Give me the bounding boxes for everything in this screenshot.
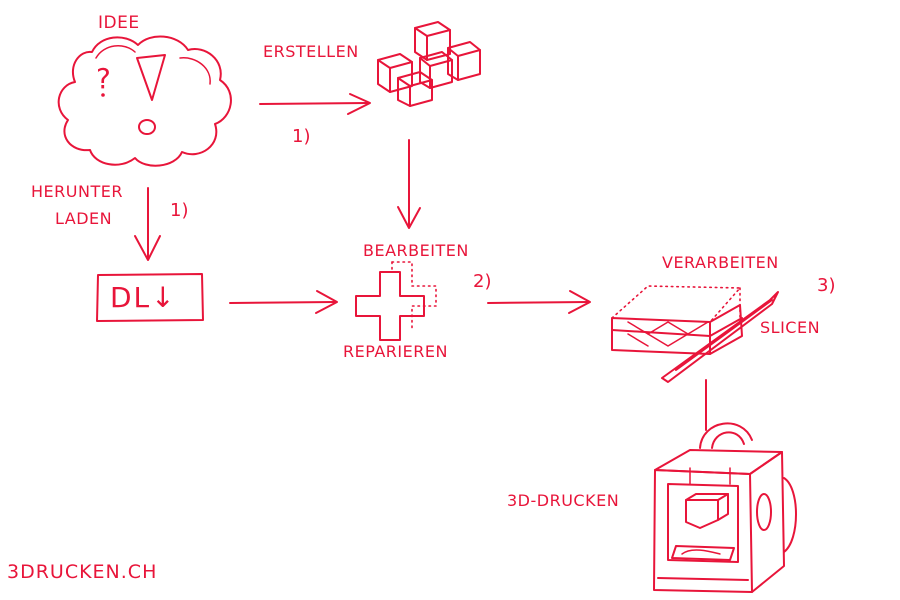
label-bearbeiten: BEARBEITEN	[363, 241, 469, 260]
label-reparieren: REPARIEREN	[343, 342, 448, 361]
download-box-label: DL↓	[110, 281, 177, 314]
arrow-download-bearbeiten	[229, 290, 338, 314]
label-erstellen: ERSTELLEN	[263, 42, 359, 61]
label-idee: IDEE	[98, 13, 140, 33]
label-3d-drucken: 3D-DRUCKEN	[507, 491, 619, 510]
stacked-cubes-icon	[377, 21, 481, 107]
question-mark: ?	[96, 62, 113, 95]
label-herunter: HERUNTER	[31, 182, 123, 201]
label-slicen: SLICEN	[760, 318, 820, 337]
step-slicen: 3)	[817, 275, 835, 296]
download-box-icon	[96, 273, 204, 322]
arrow-bearbeiten-slicen	[487, 290, 591, 314]
arrow-erstellen-bearbeiten	[397, 139, 421, 229]
label-laden: LADEN	[55, 209, 112, 228]
question-dot	[101, 93, 105, 97]
site-credit: 3DRUCKEN.CH	[7, 561, 157, 583]
thought-cloud-icon	[57, 35, 232, 167]
arrow-idee-download	[134, 187, 161, 261]
medical-cross-icon	[355, 261, 437, 341]
sliced-block-icon	[611, 285, 779, 383]
label-verarbeiten: VERARBEITEN	[662, 253, 779, 272]
step-bearbeiten: 2)	[473, 271, 491, 292]
arrow-idee-erstellen	[259, 93, 371, 115]
exclamation-icon	[136, 54, 166, 135]
3d-printer-icon	[653, 422, 797, 593]
step-herunterladen: 1)	[170, 200, 188, 221]
step-erstellen: 1)	[292, 126, 310, 147]
